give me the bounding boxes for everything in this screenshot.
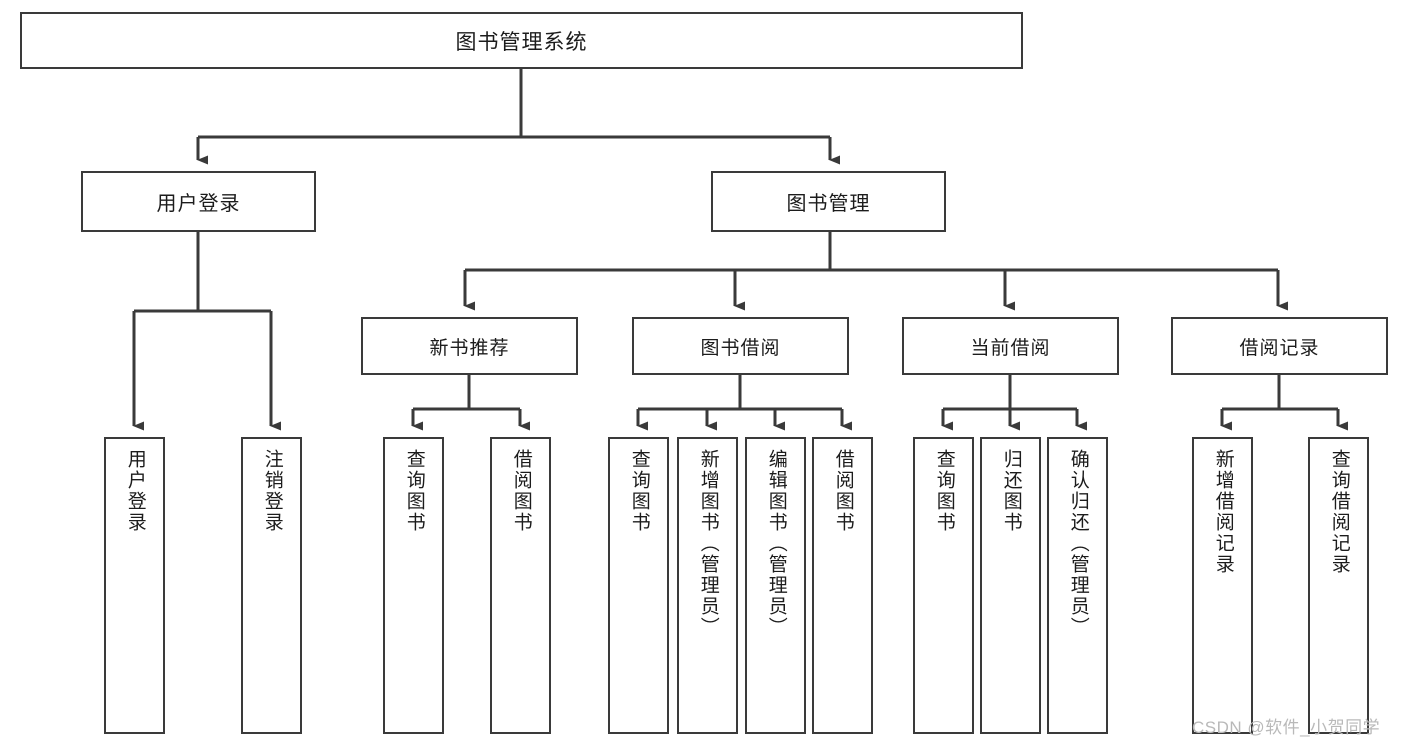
leaf-new-book-recommend-1[interactable]: 查询图书 [383, 437, 444, 734]
leaf-label: 借阅图书 [832, 449, 854, 533]
node-book-borrow[interactable]: 图书借阅 [632, 317, 849, 375]
node-root-label: 图书管理系统 [455, 30, 588, 54]
leaf-current-borrow-3[interactable]: 确认归还（管理员） [1047, 437, 1108, 734]
leaf-label: 用户登录 [124, 449, 146, 533]
leaf-label: 新增借阅记录 [1212, 449, 1234, 575]
node-book-borrow-label: 图书借阅 [700, 337, 781, 359]
node-borrow-record-label: 借阅记录 [1239, 337, 1320, 359]
node-current-borrow-label: 当前借阅 [970, 337, 1051, 359]
node-root[interactable]: 图书管理系统 [20, 12, 1023, 69]
leaf-borrow-record-2[interactable]: 查询借阅记录 [1308, 437, 1369, 734]
node-borrow-record[interactable]: 借阅记录 [1171, 317, 1388, 375]
node-new-book-recommend-label: 新书推荐 [429, 337, 510, 359]
leaf-label: 注销登录 [261, 449, 283, 533]
csdn-watermark: CSDN @软件_小贺同学 [1192, 718, 1381, 737]
node-user-login-label: 用户登录 [156, 193, 241, 215]
node-user-login[interactable]: 用户登录 [81, 171, 316, 232]
leaf-new-book-recommend-2[interactable]: 借阅图书 [490, 437, 551, 734]
leaf-user-login-2[interactable]: 注销登录 [241, 437, 302, 734]
node-book-management[interactable]: 图书管理 [711, 171, 946, 232]
leaf-current-borrow-1[interactable]: 查询图书 [913, 437, 974, 734]
leaf-borrow-record-1[interactable]: 新增借阅记录 [1192, 437, 1253, 734]
node-current-borrow[interactable]: 当前借阅 [902, 317, 1119, 375]
node-book-management-label: 图书管理 [786, 193, 871, 215]
leaf-label: 查询图书 [933, 449, 955, 533]
leaf-book-borrow-3[interactable]: 编辑图书（管理员） [745, 437, 806, 734]
leaf-label: 新增图书（管理员） [697, 449, 719, 638]
leaf-book-borrow-2[interactable]: 新增图书（管理员） [677, 437, 738, 734]
leaf-label: 借阅图书 [510, 449, 532, 533]
leaf-label: 确认归还（管理员） [1067, 449, 1089, 638]
leaf-current-borrow-2[interactable]: 归还图书 [980, 437, 1041, 734]
node-new-book-recommend[interactable]: 新书推荐 [361, 317, 578, 375]
leaf-user-login-1[interactable]: 用户登录 [104, 437, 165, 734]
leaf-book-borrow-1[interactable]: 查询图书 [608, 437, 669, 734]
leaf-label: 查询图书 [628, 449, 650, 533]
leaf-label: 查询图书 [403, 449, 425, 533]
leaf-label: 归还图书 [1000, 449, 1022, 533]
leaf-book-borrow-4[interactable]: 借阅图书 [812, 437, 873, 734]
leaf-label: 编辑图书（管理员） [765, 449, 787, 638]
leaf-label: 查询借阅记录 [1328, 449, 1350, 575]
